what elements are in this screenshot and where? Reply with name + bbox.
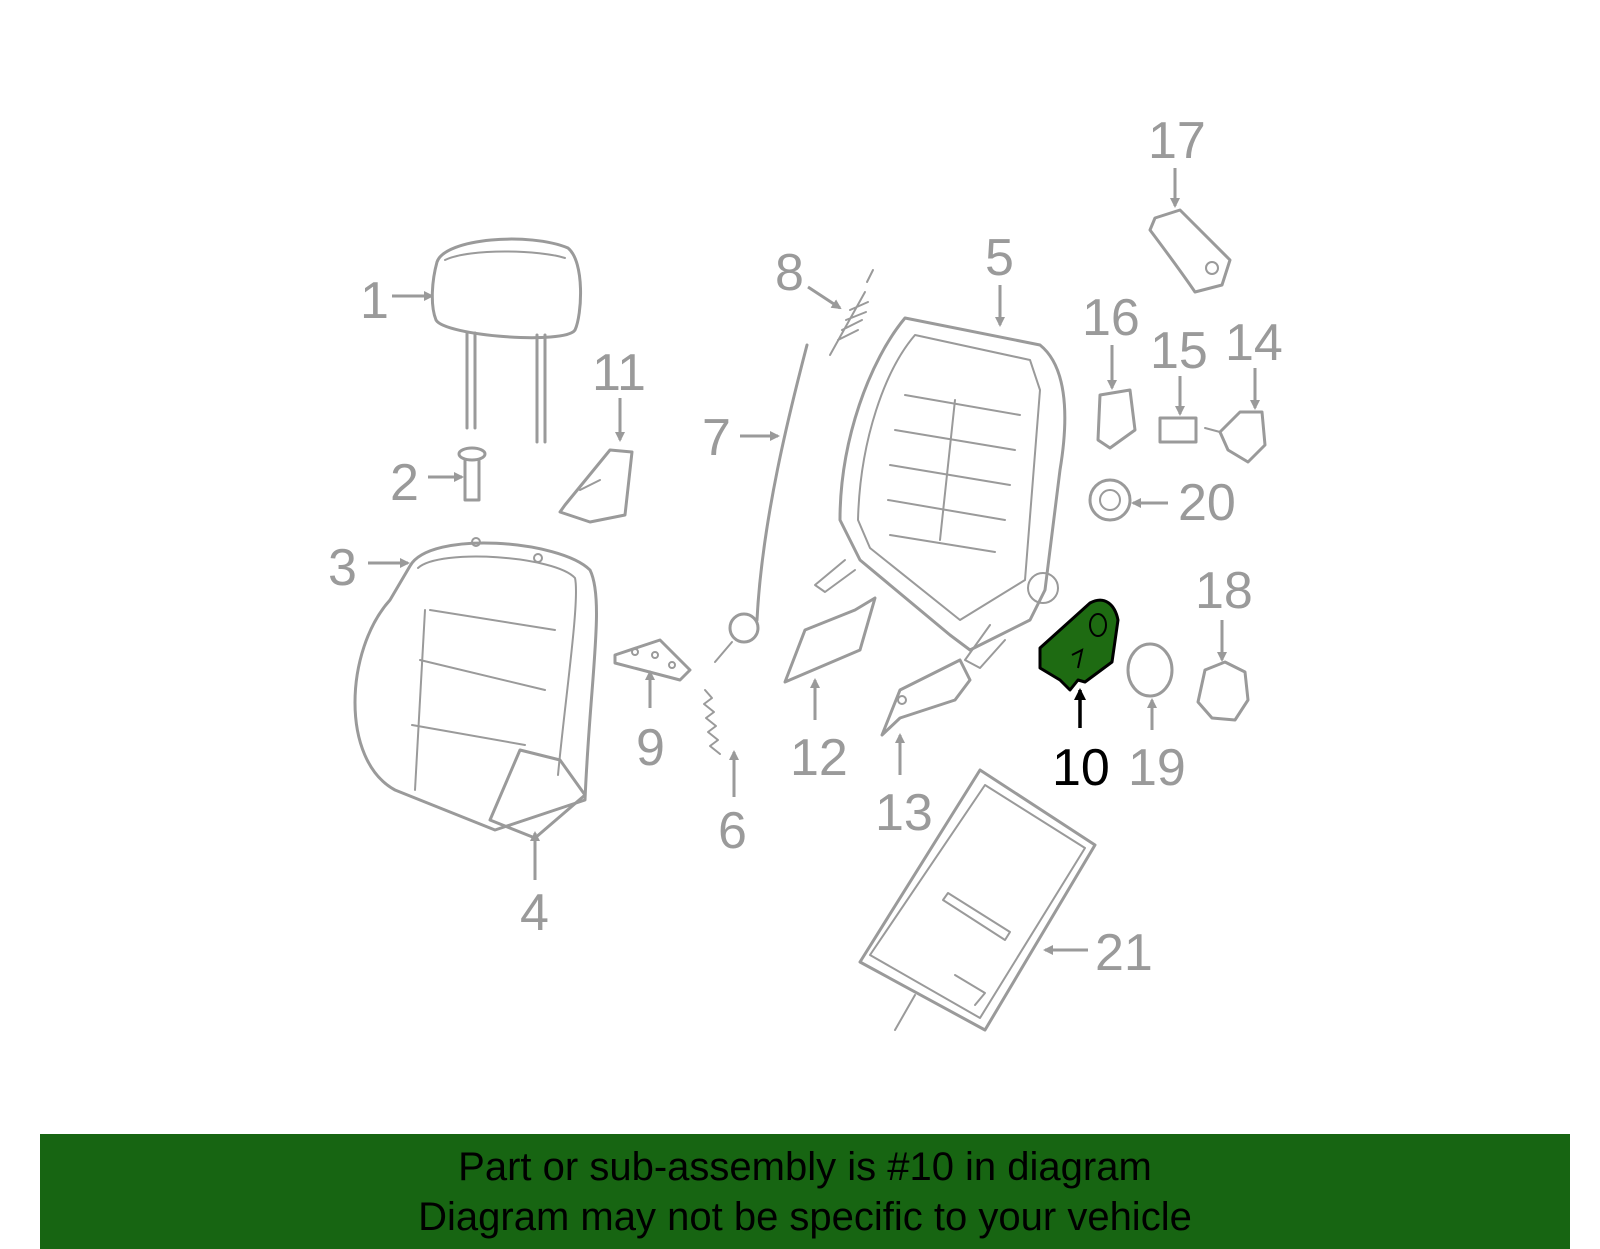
part-21-heating-mat	[858, 768, 1097, 1032]
callout-8: 8	[775, 244, 804, 302]
part-14-knob	[1204, 410, 1267, 464]
callout-1: 1	[360, 272, 389, 330]
callout-4: 4	[520, 884, 549, 942]
callout-9: 9	[636, 719, 665, 777]
part-9-bracket	[613, 638, 692, 682]
callout-3: 3	[328, 539, 357, 597]
part-5-seat-frame	[814, 316, 1067, 669]
part-4-back-panel	[488, 748, 587, 840]
part-15-clip	[1158, 416, 1198, 444]
callout-18: 18	[1195, 562, 1253, 620]
callout-numbers: 1 2 3 4 5 6 7 8 9 10 11 12 13 14 15 16 1…	[328, 112, 1283, 982]
callout-6: 6	[718, 802, 747, 860]
banner-line-2: Diagram may not be specific to your vehi…	[418, 1195, 1192, 1239]
part-7-cable	[714, 343, 809, 663]
part-17-lever	[1148, 208, 1232, 294]
callout-17: 17	[1148, 112, 1206, 170]
part-2-headrest-guide	[457, 446, 487, 502]
part-20-gear	[1088, 478, 1132, 522]
banner-line-1: Part or sub-assembly is #10 in diagram	[458, 1145, 1152, 1189]
part-16-handle	[1096, 388, 1137, 450]
part-10-highlighted-trim	[1038, 598, 1120, 692]
callout-leaders	[368, 168, 1260, 955]
part-3-backrest-cover	[353, 537, 598, 832]
part-11-cover	[558, 448, 634, 524]
callout-13: 13	[875, 784, 933, 842]
info-banner: Part or sub-assembly is #10 in diagram D…	[40, 1134, 1570, 1249]
part-13-trim	[880, 658, 972, 737]
callout-14: 14	[1225, 314, 1283, 372]
callout-12: 12	[790, 729, 848, 787]
callout-11: 11	[592, 344, 646, 402]
callout-19: 19	[1128, 739, 1186, 797]
callout-16: 16	[1082, 289, 1140, 347]
part-1-headrest	[430, 237, 582, 444]
part-6-spring	[703, 689, 721, 755]
part-12-trim	[783, 596, 877, 684]
part-19-ring	[1126, 642, 1174, 698]
callout-2: 2	[390, 454, 419, 512]
callout-10: 10	[1052, 739, 1110, 797]
callout-5: 5	[985, 229, 1014, 287]
part-18-knob	[1196, 660, 1250, 722]
callout-7: 7	[702, 409, 731, 467]
part-8-spring	[829, 269, 874, 356]
callout-15: 15	[1150, 322, 1208, 380]
callout-20: 20	[1178, 474, 1236, 532]
callout-21: 21	[1095, 924, 1153, 982]
